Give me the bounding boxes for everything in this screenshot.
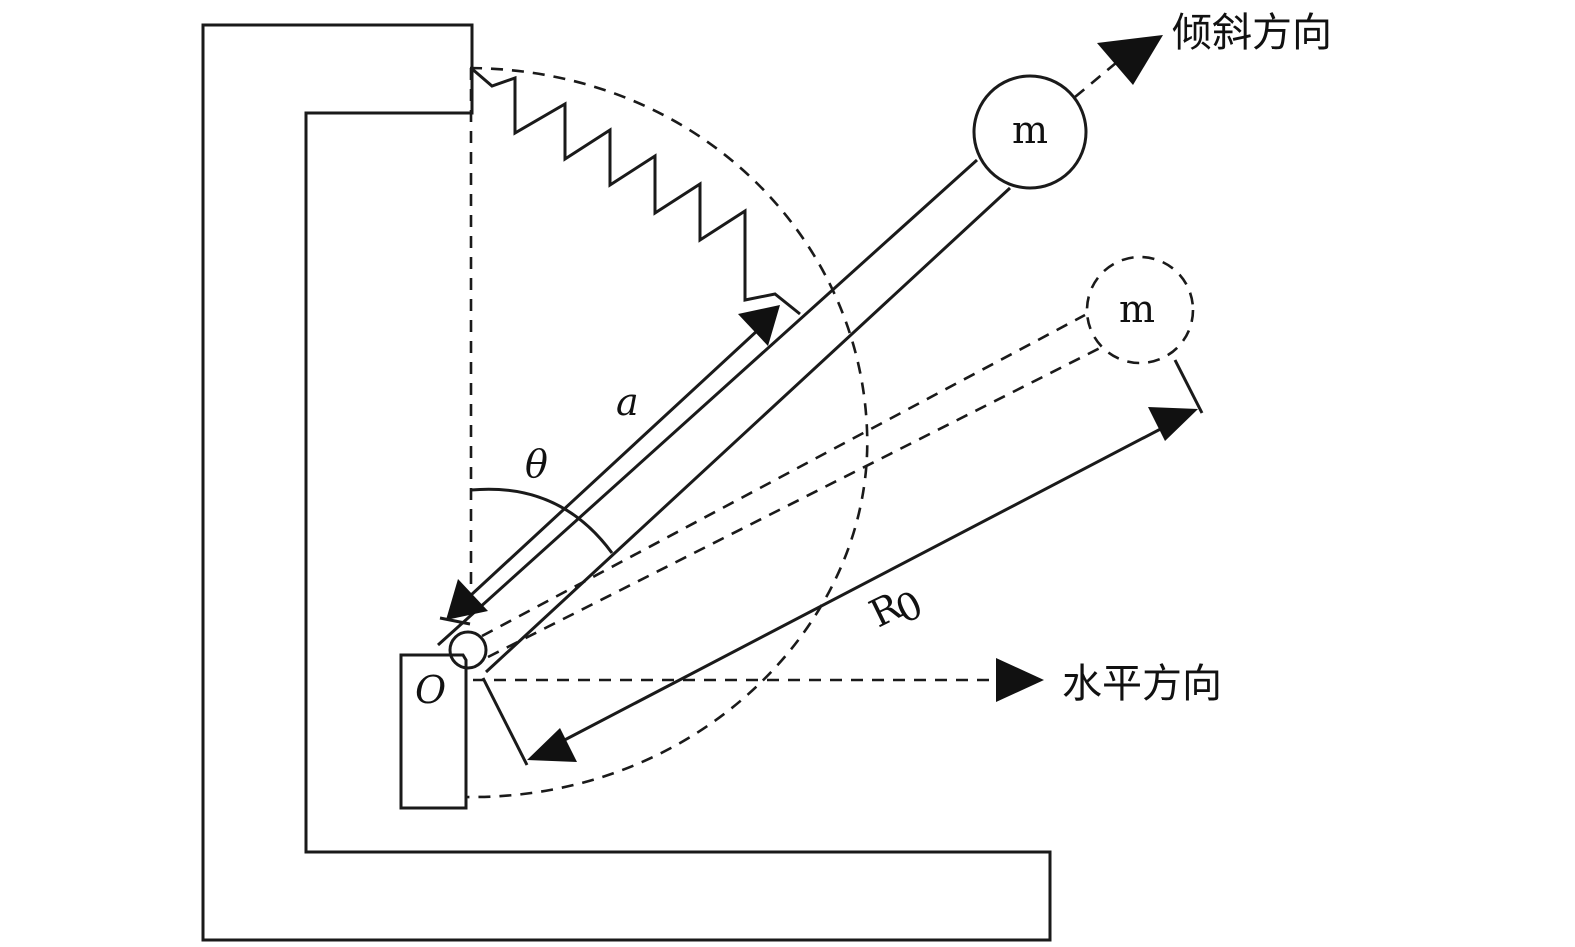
tilted-mass-label: m — [1012, 108, 1048, 152]
dashed-arc — [465, 66, 869, 799]
dimension-r0-extension-top — [1173, 359, 1204, 414]
dimension-a-head-bottom — [446, 579, 488, 620]
tilted-mass — [972, 74, 1088, 190]
dimension-r0-extension-bottom — [481, 677, 529, 766]
horizontal-rod-lower-edge — [487, 346, 1101, 659]
tilted-rod-lower-edge — [484, 186, 1012, 674]
pivot-circle — [448, 630, 488, 670]
pivot-label: O — [415, 668, 446, 712]
dimension-a-head-top — [738, 305, 780, 346]
dimension-a-tick-bottom — [439, 616, 471, 626]
length-a-label: a — [616, 380, 639, 424]
angle-arc — [470, 487, 614, 554]
tilt-direction-label: 倾斜方向 — [1172, 10, 1332, 56]
horizontal-mass-label: m — [1119, 287, 1155, 331]
tilt-direction-arrowhead — [1097, 35, 1163, 85]
angle-label: θ — [525, 442, 548, 486]
tilt-direction-line — [1074, 56, 1123, 99]
horizontal-direction-arrowhead — [996, 658, 1044, 702]
dimension-a-line — [468, 328, 760, 598]
spring — [470, 66, 801, 316]
horizontal-mass — [1085, 255, 1195, 365]
radius-label: R 0 — [863, 582, 930, 636]
tilted-rod-upper-edge — [436, 158, 979, 647]
dimension-r0-line — [554, 421, 1173, 747]
dimension-r0-head-left — [527, 728, 577, 762]
dimension-r0-head-right — [1148, 407, 1198, 441]
outer-frame — [201, 23, 1052, 942]
pivot-support — [399, 653, 468, 810]
horizontal-rod-upper-edge — [481, 313, 1086, 638]
horizontal-direction-label: 水平方向 — [1062, 661, 1222, 707]
